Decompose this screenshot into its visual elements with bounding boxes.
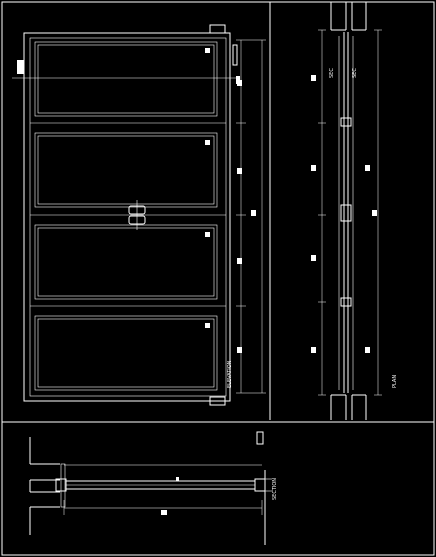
side-dim-text-5 [365,165,370,171]
panel-4-inner [37,318,215,388]
front-height-label: ELEVATION [227,360,233,388]
frame-head-bottom [209,396,226,406]
door-frame-outer [23,32,231,402]
side-section: SEC SEC PLAN [311,2,398,420]
side-dim-text-2 [311,165,316,171]
plan-dim-text [161,510,167,515]
front-elevation: ELEVATION [12,24,266,406]
plan-center-mark [176,477,179,481]
plan-north-mark [256,431,264,445]
side-bottom-label: PLAN [392,375,398,388]
dim-text-3 [237,258,242,264]
panel-3-inner [37,227,215,297]
side-label-left: SEC [329,68,335,78]
side-dim-text-1 [311,75,316,81]
panel-1-outer [34,41,218,117]
dim-text-total [251,210,256,216]
rail-detail-3 [340,297,352,307]
plan-frame-right [254,478,266,492]
dim-text-2 [237,168,242,174]
plan-stop-left [60,463,66,508]
dim-text-1 [237,80,242,86]
side-dim-text-4 [311,347,316,353]
door-frame-inner [29,37,227,397]
side-dim-text-7 [365,347,370,353]
panel-2-inner [37,135,215,205]
panel-2-outer [34,132,218,208]
plan-section: SECTION [29,431,278,545]
panel-4-outer [34,315,218,391]
panel-4-tag [205,323,210,328]
rail-detail-1 [340,117,352,127]
rail-detail-2 [340,204,352,222]
frame-head-top [209,24,226,34]
side-label-right: SEC [352,68,358,78]
panel-1-tag [205,48,210,53]
side-dim-text-6 [372,210,377,216]
panel-2-tag [205,140,210,145]
dim-text-4 [237,347,242,353]
plan-side-label: SECTION [272,478,278,500]
panel-1-inner [37,44,215,114]
side-dim-text-3 [311,255,316,261]
panel-3-tag [205,232,210,237]
panel-3-outer [34,224,218,300]
right-hinge-mark [232,44,238,66]
left-hinge-mark [17,60,24,74]
